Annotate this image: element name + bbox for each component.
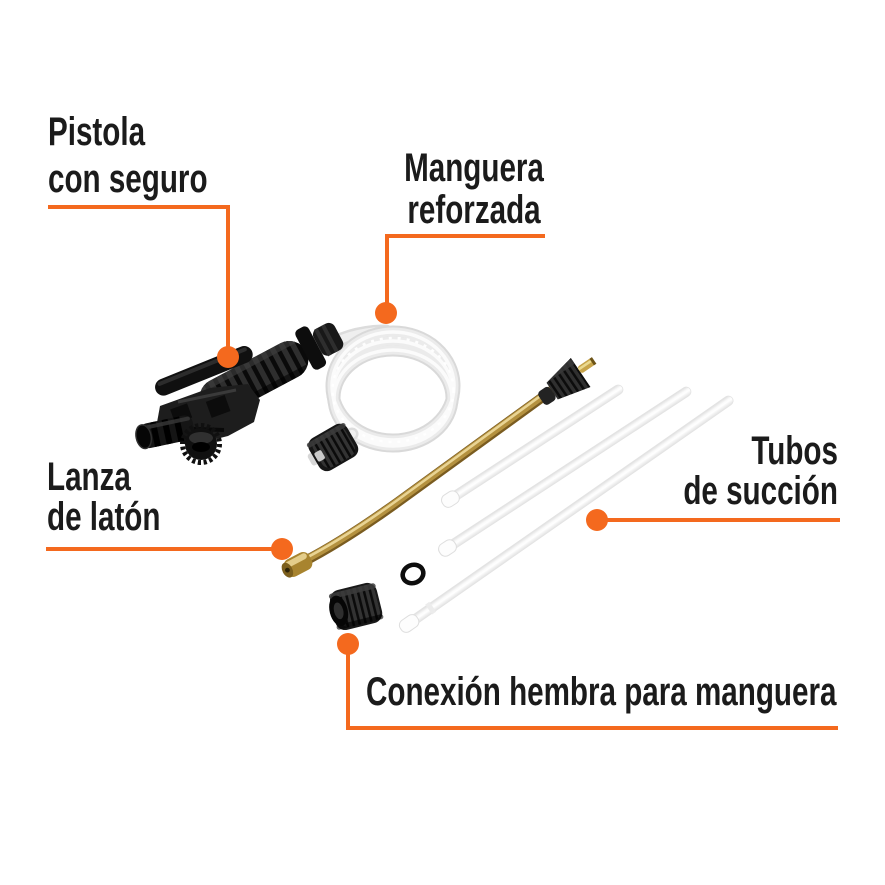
- label-conexion-hembra: Conexión hembra para manguera: [366, 672, 836, 712]
- callout-pistola: [48, 205, 239, 368]
- callout-dot: [586, 509, 608, 531]
- suction-tubes-illustration: [398, 384, 734, 633]
- label-line: Lanza: [47, 455, 131, 499]
- spray-gun-illustration: [135, 322, 344, 465]
- label-line: con seguro: [48, 157, 208, 201]
- o-ring-illustration: [400, 562, 426, 586]
- label-line: Conexión hembra para manguera: [366, 670, 837, 714]
- label-line: Tubos: [751, 429, 838, 473]
- callout-manguera: [375, 234, 545, 324]
- callout-dot: [217, 346, 239, 368]
- label-line: de succión: [683, 469, 838, 513]
- label-tubos-de-succion: Tubos de succión: [683, 431, 838, 511]
- suction-tube: [441, 384, 624, 508]
- hose-coil-illustration: [309, 324, 461, 453]
- gun-outlet-barb-illustration: [135, 415, 195, 450]
- callout-dot: [375, 302, 397, 324]
- label-line: Manguera: [404, 146, 544, 190]
- callout-dot: [337, 633, 359, 655]
- callout-dot: [271, 538, 293, 560]
- label-line: de latón: [47, 495, 161, 539]
- label-line: Pistola: [48, 110, 146, 154]
- hose-end-cap-illustration: [306, 423, 359, 472]
- callout-conexion: [337, 633, 838, 730]
- label-manguera-reforzada: Manguera reforzada: [363, 147, 585, 231]
- gun-knurled-nut-illustration: [180, 423, 222, 465]
- label-pistola-con-seguro: Pistola con seguro: [48, 109, 208, 203]
- label-lanza-de-laton: Lanza de latón: [47, 457, 160, 537]
- callout-lanza: [46, 538, 293, 560]
- female-hose-connector-illustration: [328, 582, 384, 631]
- callout-tubos: [586, 509, 840, 531]
- label-line: reforzada: [407, 188, 541, 232]
- suction-tube: [398, 395, 734, 633]
- suction-tube: [438, 386, 692, 557]
